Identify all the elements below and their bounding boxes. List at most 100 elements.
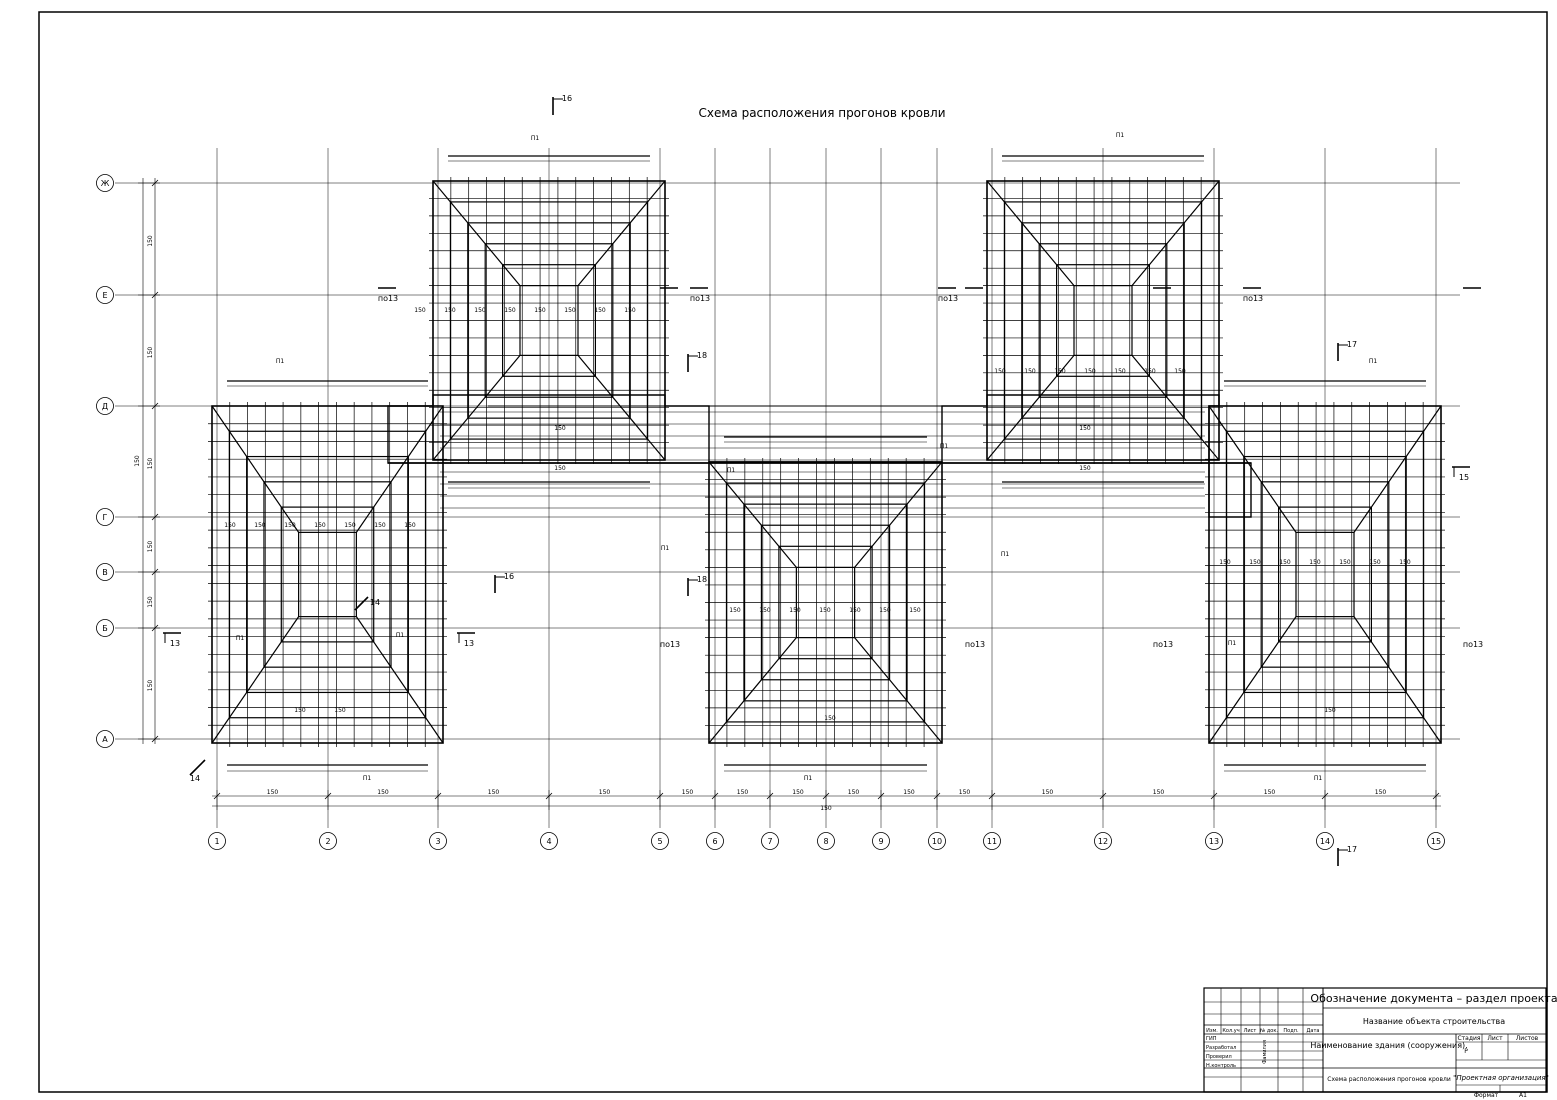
purlin-mark: П1 [531, 135, 540, 142]
po-label: по13 [378, 294, 398, 303]
po-label: по13 [660, 640, 680, 649]
purlin-mark: П1 [940, 443, 949, 450]
axis-bubble [1094, 832, 1112, 850]
dim-tick [1321, 792, 1329, 800]
roof-ring [1277, 506, 1372, 643]
building-name: Наименование здания (сооружения). [1310, 1041, 1467, 1050]
header-data: Дата [1307, 1028, 1320, 1034]
spacing-label: 150 [879, 607, 891, 614]
dim-tick [545, 792, 553, 800]
axis-label: 1 [214, 837, 219, 846]
spacing-label: 150 [849, 607, 861, 614]
sheet-header: Лист [1487, 1035, 1503, 1042]
spacing-label: 150 [334, 707, 346, 714]
purlin-mark: П1 [661, 545, 670, 552]
section-label: 13 [170, 639, 180, 648]
dim-tick [434, 792, 442, 800]
purlin-mark: П1 [727, 467, 736, 474]
dim-tick [1432, 792, 1440, 800]
dim-value: 150 [147, 596, 154, 608]
axis-bubble [872, 832, 890, 850]
spacing-label: 150 [1219, 559, 1231, 566]
spacing-label: 150 [1079, 425, 1091, 432]
format-label: Формат [1474, 1092, 1499, 1099]
po-label: по13 [1243, 294, 1263, 303]
section-line [189, 759, 206, 776]
section-label: 17 [1347, 340, 1357, 349]
purlin-mark: П1 [804, 775, 813, 782]
axis-label: 7 [767, 837, 772, 846]
spacing-label: 150 [1249, 559, 1261, 566]
purlin-lines [208, 155, 1445, 772]
spacing-label: 150 [624, 307, 636, 314]
axis-label: В [102, 568, 108, 577]
spacing-label: 150 [1369, 559, 1381, 566]
axis-label: 13 [1209, 837, 1219, 846]
roof-ring [280, 506, 375, 643]
hip-line [355, 616, 444, 744]
dim-value: 150 [682, 789, 694, 796]
dim-value: 150 [1264, 789, 1276, 796]
spacing-label: 150 [404, 522, 416, 529]
spacing-label: 150 [534, 307, 546, 314]
section-label: 14 [370, 598, 380, 607]
axis-label: Е [102, 291, 107, 300]
section-label: 16 [504, 572, 514, 581]
roof-ring [1225, 430, 1425, 719]
section-mark: 15 [1452, 466, 1470, 482]
hip-line [1353, 405, 1442, 533]
purlin-mark: П1 [236, 635, 245, 642]
axis-bubble [96, 174, 114, 192]
po-label: по13 [690, 294, 710, 303]
axis-label: 6 [712, 837, 717, 846]
dim-tick [151, 624, 159, 632]
dim-tick [151, 568, 159, 576]
dim-tick [151, 291, 159, 299]
roof-outline [1208, 405, 1442, 744]
spacing-label: 150 [444, 307, 456, 314]
roof-outline [211, 405, 444, 744]
axis-label: 15 [1431, 837, 1441, 846]
dim-tick [933, 792, 941, 800]
axis-bubble [706, 832, 724, 850]
spacing-label: 150 [294, 707, 306, 714]
dim-value: 150 [848, 789, 860, 796]
spacing-label: 150 [1079, 465, 1091, 472]
spacing-label: 150 [564, 307, 576, 314]
dim-tick [766, 792, 774, 800]
spacing-label: 150 [344, 522, 356, 529]
dim-tick [151, 179, 159, 187]
axis-label: Ж [101, 179, 110, 188]
dim-value: 150 [1375, 789, 1387, 796]
sheets-header: Листов [1516, 1035, 1539, 1042]
axis-label: 10 [932, 837, 942, 846]
spacing-label: 150 [1399, 559, 1411, 566]
spacing-label: 150 [1024, 368, 1036, 375]
axis-bubble [96, 730, 114, 748]
roof-ring [228, 430, 427, 719]
section-mark: 13 [163, 632, 181, 648]
axis-label: 3 [435, 837, 440, 846]
stage-header: Стадия [1457, 1035, 1480, 1042]
object-name: Название объекта строительства [1363, 1017, 1505, 1026]
axis-bubble [319, 832, 337, 850]
axis-grid [115, 148, 1460, 828]
dim-tick [151, 513, 159, 521]
section-label: 17 [1347, 845, 1357, 854]
roof-ring [246, 455, 409, 694]
hip-line [211, 405, 300, 533]
spacing-label: 150 [1144, 368, 1156, 375]
axis-bubble [96, 563, 114, 581]
spacing-label: 150 [554, 465, 566, 472]
sheet-name: Схема расположения прогонов кровли [1327, 1076, 1451, 1083]
spacing-label: 150 [909, 607, 921, 614]
axis-label: Б [102, 624, 108, 633]
po-label: по13 [1153, 640, 1173, 649]
dim-tick [151, 735, 159, 743]
section-mark: 16 [552, 94, 572, 115]
dim-tick [324, 792, 332, 800]
role-razrab: Разработал [1206, 1045, 1236, 1051]
dim-value: 150 [599, 789, 611, 796]
